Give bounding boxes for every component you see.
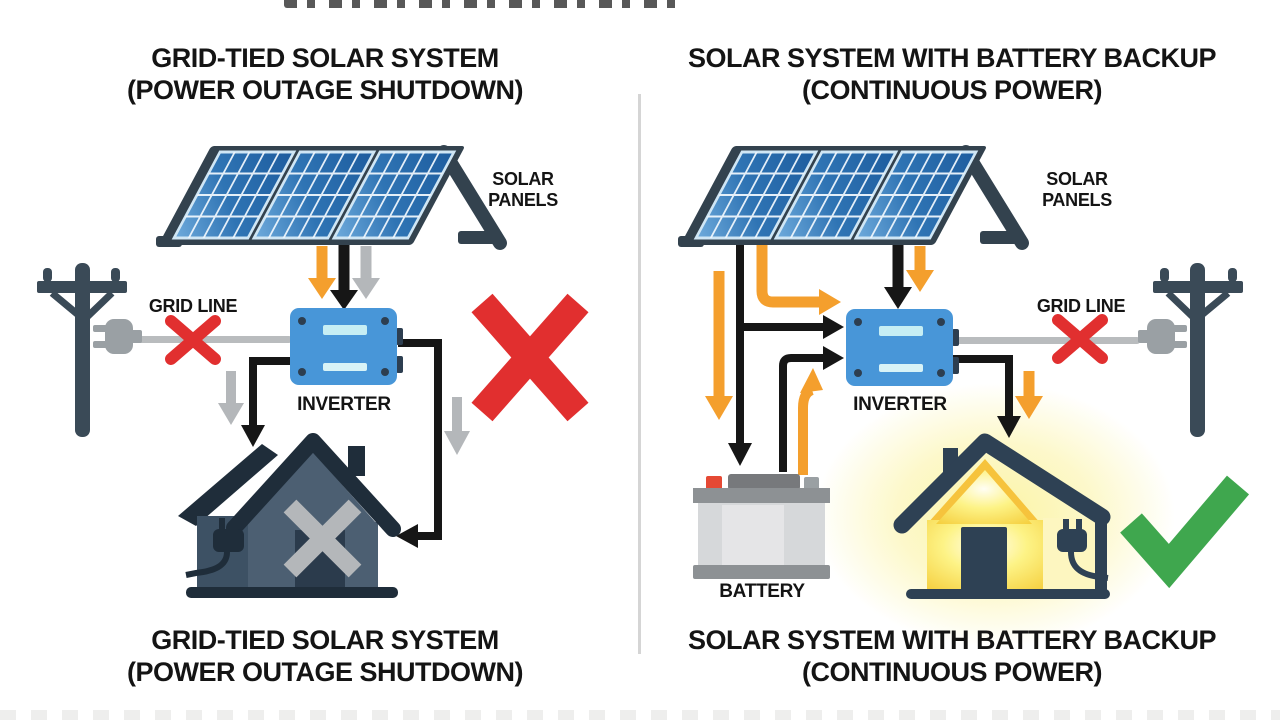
right-title-line2: (CONTINUOUS POWER): [802, 75, 1102, 105]
solar-panels-label-left: SOLAR PANELS: [488, 169, 558, 210]
inverter-icon-left: [290, 308, 403, 385]
plug-icon-house-right: [1057, 519, 1109, 581]
cropped-text-artifact-bottom: [0, 710, 1280, 720]
solar-to-battery-black-arrow: [728, 242, 844, 466]
right-caption-line1: SOLAR SYSTEM WITH BATTERY BACKUP: [687, 625, 1217, 655]
plug-icon-house-left: [185, 518, 244, 578]
cropped-text-artifact-top: [284, 0, 680, 8]
right-caption-line2: (CONTINUOUS POWER): [802, 657, 1102, 687]
left-title-line1: GRID-TIED SOLAR SYSTEM: [151, 43, 499, 73]
left-caption: GRID-TIED SOLAR SYSTEM (POWER OUTAGE SHU…: [40, 624, 610, 688]
house-feed-orange-arrow: [1015, 371, 1043, 419]
solar-to-inverter-top-orange-arrow: [906, 246, 934, 292]
inverter-to-house-black-arrow-right: [953, 355, 1021, 438]
solar-panels-icon-left: [156, 146, 502, 247]
inverter-to-house-black-arrow-left: [241, 357, 292, 447]
battery-label: BATTERY: [719, 581, 805, 602]
grid-wire-left: [136, 336, 292, 343]
solar-to-battery-orange-arrow: [705, 271, 733, 420]
left-caption-line2: (POWER OUTAGE SHUTDOWN): [127, 657, 523, 687]
solar-to-inverter-orange-arrow-right: [756, 242, 841, 315]
solar-panels-icon-right: [678, 146, 1024, 247]
big-red-x-icon: [471, 293, 589, 422]
dead-flow-gray-arrow-1: [218, 371, 244, 425]
center-divider: [638, 94, 641, 654]
left-title: GRID-TIED SOLAR SYSTEM (POWER OUTAGE SHU…: [40, 42, 610, 106]
grid-line-label-right: GRID LINE: [1036, 296, 1126, 316]
inverter-label-right: INVERTER: [853, 394, 947, 415]
solar-to-inverter-gray-arrow-left: [352, 246, 380, 299]
dead-flow-gray-arrow-2: [444, 397, 470, 455]
right-system: [678, 146, 1250, 599]
solar-to-inverter-top-black-arrow: [884, 242, 912, 309]
inverter-to-house-right-black-arrow-left: [396, 339, 442, 548]
left-system: [37, 146, 589, 598]
right-title: SOLAR SYSTEM WITH BATTERY BACKUP (CONTIN…: [652, 42, 1252, 106]
inverter-icon-right: [846, 309, 959, 386]
right-title-line1: SOLAR SYSTEM WITH BATTERY BACKUP: [687, 43, 1217, 73]
battery-to-inverter-black-arrow: [779, 346, 844, 472]
plug-icon-grid-right: [1138, 319, 1187, 354]
solar-to-inverter-black-arrow-left: [330, 241, 358, 310]
plug-icon-grid-left: [93, 319, 142, 354]
left-caption-line1: GRID-TIED SOLAR SYSTEM: [151, 625, 499, 655]
no-power-x-icon: [283, 499, 362, 578]
grid-wire-right: [953, 337, 1140, 344]
solar-panels-label-right: SOLAR PANELS: [1042, 169, 1112, 210]
house-icon-right-powered: [893, 433, 1111, 599]
green-checkmark-icon: [1120, 475, 1250, 589]
house-icon-left-dark: [178, 433, 401, 598]
right-caption: SOLAR SYSTEM WITH BATTERY BACKUP (CONTIN…: [652, 624, 1252, 688]
grid-line-label-left: GRID LINE: [148, 296, 238, 316]
left-title-line2: (POWER OUTAGE SHUTDOWN): [127, 75, 523, 105]
solar-to-inverter-orange-arrow-left: [308, 246, 336, 299]
battery-to-inverter-orange-arrow: [798, 368, 823, 475]
battery-icon: [693, 474, 830, 579]
inverter-label-left: INVERTER: [297, 394, 391, 415]
